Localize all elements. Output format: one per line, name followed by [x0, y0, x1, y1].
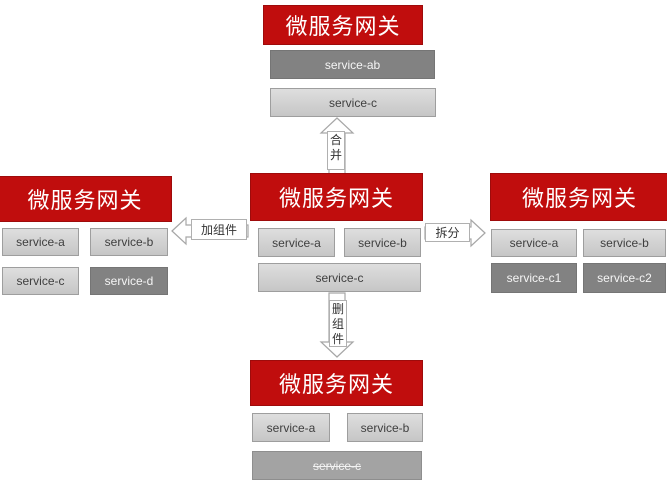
service-node-bottom-a: service-a — [252, 413, 330, 442]
remove-arrow-label: 删组件 — [329, 300, 347, 347]
add-arrow-label: 加组件 — [191, 219, 247, 240]
service-node-center-b: service-b — [344, 228, 421, 257]
split-arrow-label: 拆分 — [425, 223, 470, 242]
gateway-node-left: 微服务网关 — [0, 176, 172, 222]
service-node-top-c: service-c — [270, 88, 436, 117]
service-node-left-a: service-a — [2, 228, 79, 256]
service-node-right-c2: service-c2 — [583, 263, 666, 293]
service-node-center-c: service-c — [258, 263, 421, 292]
service-node-top-ab: service-ab — [270, 50, 435, 79]
service-node-left-c: service-c — [2, 267, 79, 295]
service-node-bottom-c-removed: service-c — [252, 451, 422, 480]
gateway-node-center: 微服务网关 — [250, 173, 423, 221]
service-node-right-b: service-b — [583, 229, 666, 257]
service-node-center-a: service-a — [258, 228, 335, 257]
service-node-left-d: service-d — [90, 267, 168, 295]
gateway-node-top: 微服务网关 — [263, 5, 423, 45]
gateway-node-bottom: 微服务网关 — [250, 360, 423, 406]
service-node-right-c1: service-c1 — [491, 263, 577, 293]
service-node-bottom-b: service-b — [347, 413, 423, 442]
merge-arrow-label: 合并 — [327, 131, 345, 170]
gateway-node-right: 微服务网关 — [490, 173, 667, 221]
service-node-left-b: service-b — [90, 228, 168, 256]
service-node-right-a: service-a — [491, 229, 577, 257]
